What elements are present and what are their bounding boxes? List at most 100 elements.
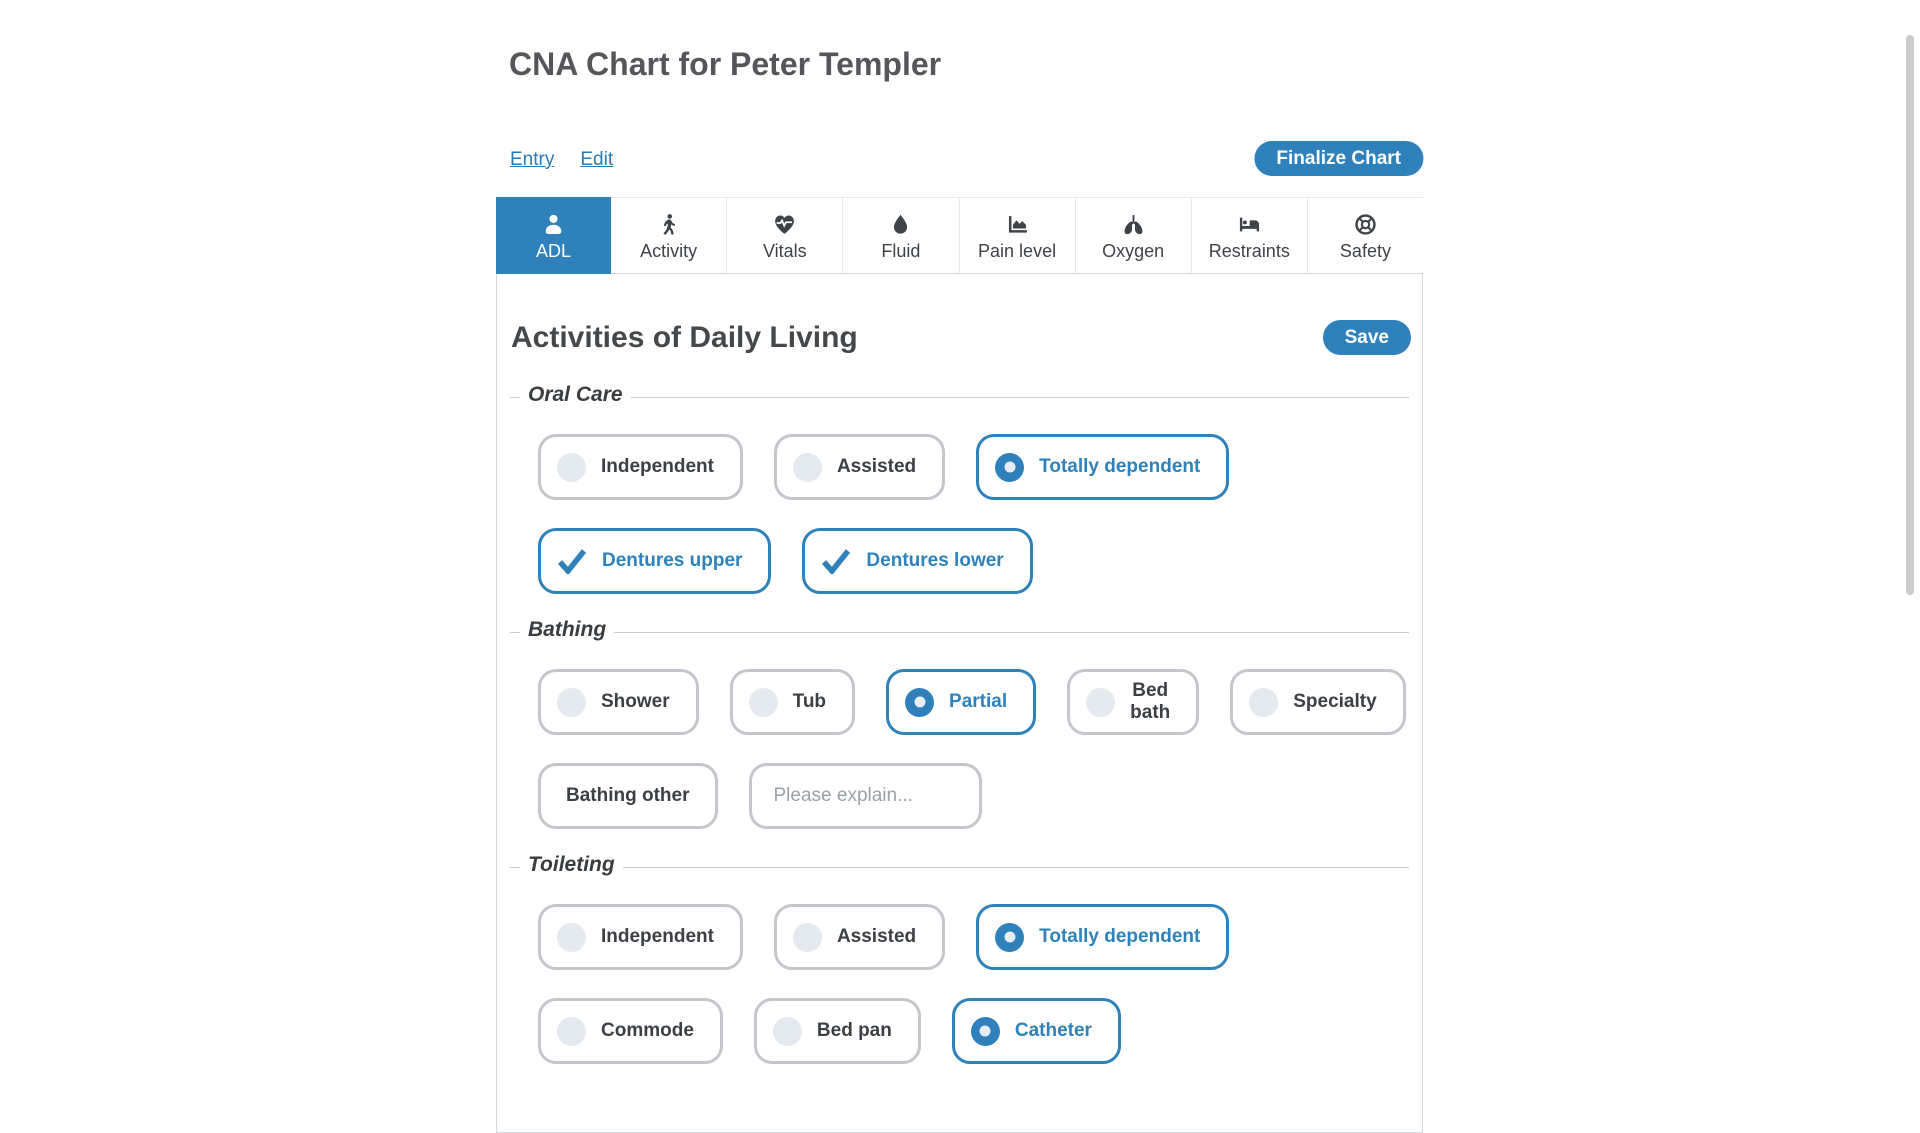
option-label: Independent [601,926,714,947]
option-tub[interactable]: Tub [729,669,856,735]
option-partial[interactable]: Partial [886,669,1037,735]
option-independent[interactable]: Independent [538,904,743,970]
option-bed-pan[interactable]: Bed pan [753,998,921,1064]
option-totally-dependent[interactable]: Totally dependent [976,904,1230,970]
option-label: Totally dependent [1039,926,1201,947]
option-label: Partial [949,691,1008,712]
panel-heading: Activities of Daily Living [511,320,858,354]
option-label: Bed bath [1130,680,1171,723]
radio-unselected-icon [557,452,586,482]
option-label: Totally dependent [1039,456,1201,477]
save-button[interactable]: Save [1322,320,1411,355]
chart-main: ADL Activity Vitals Fluid Pain level Oxygen Re… [496,197,1423,1133]
page-title: CNA Chart for Peter Templer [509,46,942,82]
option-catheter[interactable]: Catheter [951,998,1121,1064]
option-row: Independent Assisted Totally dependent [538,904,1381,970]
radio-selected-icon [995,452,1025,482]
radio-selected-icon [995,922,1025,952]
person-icon [541,211,567,237]
option-row: Shower Tub Partial Bed bath Specialty [538,669,1406,735]
radio-unselected-icon [792,922,822,952]
radio-selected-icon [905,687,935,717]
tab-restraints[interactable]: Restraints [1190,197,1307,273]
tab-label: Activity [640,241,698,261]
tab-safety[interactable]: Safety [1306,197,1423,273]
tab-bar: ADL Activity Vitals Fluid Pain level Oxygen Re… [496,197,1423,274]
cna-chart-page: CNA Chart for Peter Templer Entry Edit F… [0,0,1920,1080]
option-commode[interactable]: Commode [538,998,723,1064]
scrollbar-thumb[interactable] [1906,35,1914,595]
radio-unselected-icon [1249,687,1279,717]
tab-adl[interactable]: ADL [496,197,612,274]
option-independent[interactable]: Independent [538,434,743,500]
radio-unselected-icon [557,922,586,952]
radio-unselected-icon [557,687,586,717]
tab-label: Restraints [1208,241,1290,261]
life-ring-icon [1352,211,1378,237]
option-row: Bathing other [538,763,1381,829]
option-totally-dependent[interactable]: Totally dependent [976,434,1230,500]
checkmark-icon [821,548,851,574]
heart-pulse-icon [772,211,798,237]
option-assisted[interactable]: Assisted [773,904,946,970]
radio-selected-icon [970,1016,1000,1046]
entry-link[interactable]: Entry [510,149,555,170]
option-label: Independent [601,456,714,477]
tab-label: Oxygen [1102,241,1165,261]
option-label: Assisted [836,456,917,477]
droplet-icon [888,211,914,237]
tab-label: Vitals [762,241,807,261]
option-label: Tub [792,691,827,712]
panel-header: Activities of Daily Living Save [510,320,1411,355]
tab-activity[interactable]: Activity [611,197,727,273]
area-chart-icon [1004,211,1030,237]
radio-unselected-icon [557,1016,586,1046]
option-label: Dentures upper [602,550,743,571]
option-bathing-other[interactable]: Bathing other [538,763,718,829]
option-label: Dentures lower [866,550,1004,571]
radio-unselected-icon [1086,687,1116,717]
tab-label: ADL [536,241,572,261]
option-row: Independent Assisted Totally dependent [538,434,1381,500]
option-label: Catheter [1014,1020,1092,1041]
explain-input[interactable] [748,763,982,829]
tab-fluid[interactable]: Fluid [842,197,959,273]
tab-label: Safety [1339,241,1391,261]
radio-unselected-icon [748,687,778,717]
lungs-icon [1120,211,1146,237]
option-row: Dentures upper Dentures lower [538,528,1381,594]
section-legend: Toileting [520,853,623,877]
option-label: Bathing other [566,785,690,806]
tab-pain-level[interactable]: Pain level [958,197,1075,273]
checkmark-icon [557,548,587,574]
option-shower[interactable]: Shower [538,669,699,735]
option-row: Commode Bed pan Catheter [538,998,1381,1064]
edit-link[interactable]: Edit [580,149,614,170]
finalize-chart-button[interactable]: Finalize Chart [1254,141,1423,176]
option-label: Specialty [1293,691,1377,712]
section-legend: Oral Care [520,383,631,407]
tab-label: Pain level [978,241,1057,261]
option-label: Bed pan [816,1020,892,1041]
tab-vitals[interactable]: Vitals [726,197,843,273]
option-label: Assisted [836,926,917,947]
section-legend: Bathing [520,618,615,642]
view-links: Entry Edit [510,149,613,171]
option-specialty[interactable]: Specialty [1230,669,1406,735]
tab-label: Fluid [881,241,921,261]
radio-unselected-icon [772,1016,802,1046]
tab-oxygen[interactable]: Oxygen [1074,197,1191,273]
radio-unselected-icon [792,452,822,482]
adl-panel: Activities of Daily Living Save Oral Car… [496,273,1423,1133]
option-dentures-lower[interactable]: Dentures lower [802,528,1033,594]
walking-icon [656,211,682,237]
option-label: Shower [601,691,670,712]
bed-icon [1236,211,1262,237]
option-bed-bath[interactable]: Bed bath [1067,669,1200,735]
option-dentures-upper[interactable]: Dentures upper [538,528,772,594]
option-assisted[interactable]: Assisted [773,434,946,500]
